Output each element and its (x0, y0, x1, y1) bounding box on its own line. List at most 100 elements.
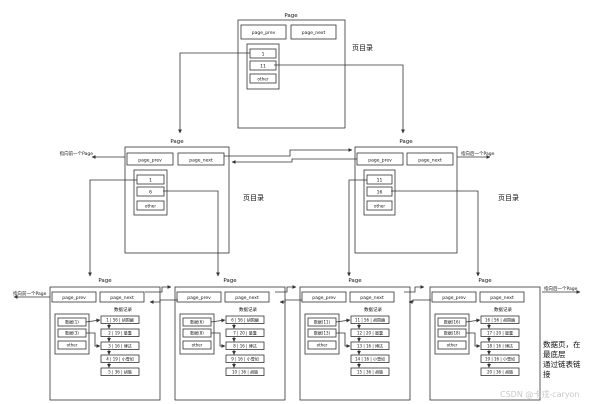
root-pointer-arrow (274, 64, 405, 134)
data-record (100, 315, 140, 324)
annotation-line: 最底层 (543, 349, 566, 359)
data-record-text: 7 | 20 | 量囊 (233, 329, 256, 335)
inner-dir-other-text: other (145, 204, 156, 209)
leaf-dir-entry-text: 数据(13) (314, 330, 331, 336)
inner-page-directory-label: 页目录 (498, 194, 519, 202)
leaf-page-title: Page (478, 278, 492, 284)
inner-dir-entry-text: 1 (149, 178, 152, 184)
leaf-page-prev (176, 291, 222, 303)
data-record (225, 341, 265, 350)
data-record-text: 9 | 16 | 小雪如 (231, 355, 258, 361)
data-record (480, 328, 520, 337)
slot-pointer-arrow (466, 332, 481, 348)
data-record-text: 4 | 19 | 小雪如 (106, 355, 133, 361)
inner-pointer-arrow (347, 179, 367, 277)
slot-pointer-arrow (211, 332, 226, 348)
data-record-text: 13 | 16 | 博达 (357, 342, 383, 348)
inner-dir-entry (366, 174, 393, 185)
slot-pointer-arrow (465, 318, 481, 323)
inner-pointer-arrow (88, 179, 137, 277)
root-to-inner-pointers (178, 52, 405, 134)
leaf-prev-link (279, 299, 302, 304)
leaf-dir-other-text: other (67, 343, 78, 348)
inner-dir-other (366, 200, 393, 211)
inner-next-link (224, 148, 353, 157)
data-record-text: 19 | 16 | 小雪如 (485, 355, 515, 361)
leaf-next-link (404, 285, 425, 293)
slot-pointer-arrow (335, 318, 351, 323)
leaf-page-title: Page (98, 278, 112, 284)
leaf-page-next (349, 291, 395, 303)
leaf-page-next-label: page_next (235, 295, 259, 301)
inner-page-title: Page (399, 139, 413, 145)
data-record-text: 6 | 56 | 胡国编 (231, 316, 258, 322)
root-page: Page page_prev page_next 1 11 other (237, 13, 346, 129)
inner-pointer-arrow (391, 190, 480, 277)
inner-page-next-label: page_next (418, 158, 442, 164)
leaf-data-records-title: 数据记录 (239, 306, 257, 313)
data-record (100, 354, 140, 363)
inner-pointer-arrow (163, 190, 220, 277)
root-dir-entry (249, 48, 277, 59)
data-record (100, 341, 140, 350)
inner-dir-entry-text: 16 (377, 190, 383, 196)
leaf-dir-other-text: other (447, 343, 458, 348)
watermark: CSDN @卡戎-caryon (500, 389, 580, 399)
inner-page: Page page_prev page_next 11 16 other (354, 139, 458, 254)
root-page-directory-label: 页目录 (352, 44, 373, 52)
data-record (480, 367, 520, 376)
data-record-text: 2 | 19 | 量囊 (108, 329, 131, 335)
leaf-dir-entry-text: 数据(18) (444, 330, 461, 336)
leaf-page-prev-label: page_prev (187, 295, 211, 301)
leaf-dir-entry-text: 数据(3) (65, 330, 79, 336)
inner-page-title: Page (170, 139, 184, 145)
inner-page-prev-label: page_prev (368, 158, 392, 164)
root-page-prev-label: page_prev (252, 30, 276, 36)
inner-dir-other-text: other (374, 204, 385, 209)
root-page-next (290, 24, 337, 40)
inner-dir-entry-text: 6 (149, 190, 152, 196)
annotation-line: 接 (543, 369, 551, 379)
leaf-page-next-label: page_next (360, 295, 384, 301)
data-record (350, 315, 390, 324)
leaf-dir-entry-text: 数据(8) (190, 330, 204, 336)
inner-prev-pointer-label: 指向前一个Page (60, 150, 94, 157)
inner-dir-entry (136, 186, 165, 197)
leaf-dir-other (57, 340, 87, 350)
leaf-dir-entry-text: 数据(16) (444, 319, 461, 325)
leaf-dir-other (182, 340, 212, 350)
data-record (225, 354, 265, 363)
data-record (480, 354, 520, 363)
root-page-prev (240, 24, 287, 40)
inner-to-leaf-pointers (88, 179, 480, 277)
data-record (350, 367, 390, 376)
root-pointer-arrow (178, 52, 250, 134)
leaf-dir-other-text: other (192, 343, 203, 348)
leaf-annotation: 数据页，在 最底层 通过链表链 接 (543, 339, 581, 379)
inner-prev-link (231, 158, 357, 164)
inner-page-prev-label: page_prev (138, 158, 162, 164)
leaf-page-next-label: page_next (490, 295, 514, 301)
root-page-title: Page (284, 13, 298, 19)
leaf-data-records-title: 数据记录 (114, 306, 132, 313)
leaf-dir-entry-text: 数据(11) (314, 319, 331, 325)
leaf-next-link (275, 285, 297, 293)
data-record-text: 11 | 56 | 胡国编 (355, 316, 385, 322)
leaf-page-next (224, 291, 270, 303)
data-record (350, 341, 390, 350)
leaf-next-link (145, 285, 172, 293)
data-record-text: 14 | 16 | 小雪如 (355, 355, 385, 361)
data-record-text: 12 | 20 | 量囊 (357, 329, 383, 335)
leaf-data-records-title: 数据记录 (494, 306, 512, 313)
data-record (225, 315, 265, 324)
data-record (100, 367, 140, 376)
leaf-prev-link (149, 299, 178, 304)
data-record (480, 315, 520, 324)
data-record-text: 15 | 36 | 胡璐 (357, 368, 383, 374)
data-record-text: 16 | 56 | 胡国编 (485, 316, 515, 322)
